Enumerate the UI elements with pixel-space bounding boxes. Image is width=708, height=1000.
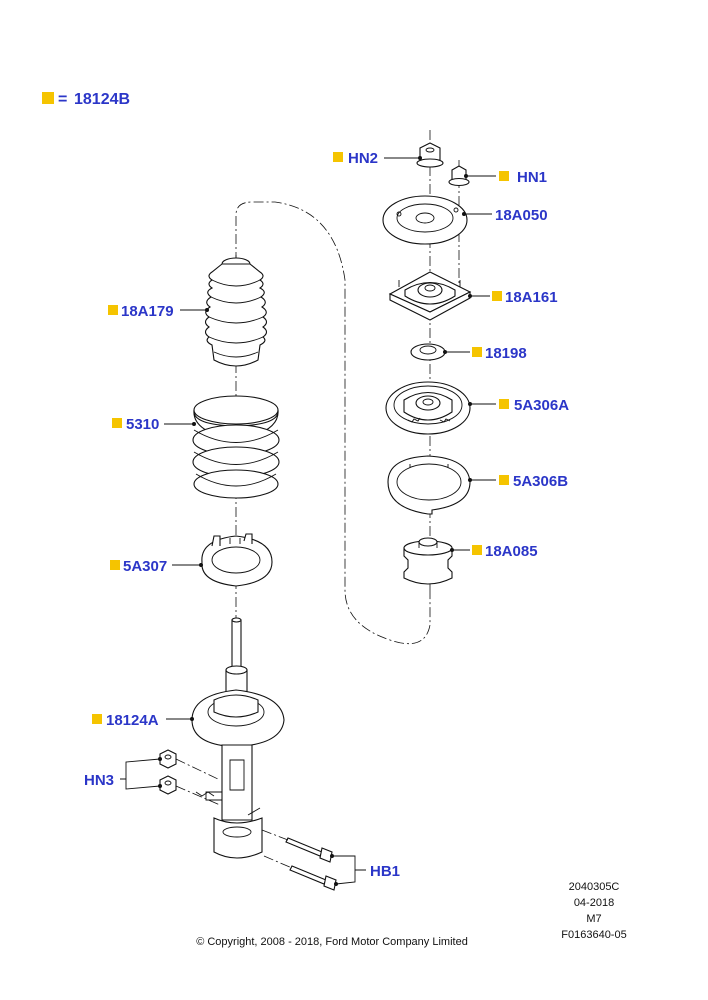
dust-boot [204,257,268,367]
18124a-marker [92,714,102,724]
18198-marker [472,347,482,357]
legend-equals: = [58,91,67,108]
callout-hn2: HN2 [348,150,378,167]
5a306a-marker [499,399,509,409]
assembly-outline [235,201,431,644]
5310-marker [112,418,122,428]
callout-5310: 5310 [126,416,159,433]
bump-stop [403,537,453,585]
diagram-date: 04-2018 [574,897,614,909]
hn2-marker [333,152,343,162]
hb1-bolts [261,829,337,891]
callout-18a050: 18A050 [495,207,548,224]
diagram-model: M7 [586,913,601,925]
hn3-nuts [159,749,221,806]
hn1-nut [448,165,470,187]
copyright-notice: © Copyright, 2008 - 2018, Ford Motor Com… [196,936,468,948]
18a179-marker [108,305,118,315]
upper-mount-plate [382,195,468,245]
callout-hb1: HB1 [370,863,400,880]
callout-18a085: 18A085 [485,543,538,560]
5a307-marker [110,560,120,570]
strut-assembly [191,617,285,859]
18a161-marker [492,291,502,301]
5a306b-marker [499,475,509,485]
callout-5a307: 5A307 [123,558,167,575]
diagram-reference: F0163640-05 [561,929,626,941]
callout-18124a: 18124A [106,712,159,729]
hn1-marker [499,171,509,181]
bearing-washer [410,343,446,361]
callout-18a179: 18A179 [121,303,174,320]
callout-5a306a: 5A306A [514,397,569,414]
legend-marker-square [42,92,54,104]
spring-isolator-ring [387,455,471,515]
callout-5a306b: 5A306B [513,473,568,490]
callout-18a161: 18A161 [505,289,558,306]
hn2-nut [416,142,444,168]
diagram-code: 2040305C [569,881,620,893]
callout-hn3: HN3 [84,772,114,789]
legend-part-label: 18124B [74,91,130,108]
coil-spring [192,395,280,499]
callout-18198: 18198 [485,345,527,362]
strut-mount [388,271,472,321]
18a085-marker [472,545,482,555]
lower-spring-isolator [201,533,273,587]
upper-spring-seat [385,381,471,435]
callout-hn1: HN1 [517,169,547,186]
